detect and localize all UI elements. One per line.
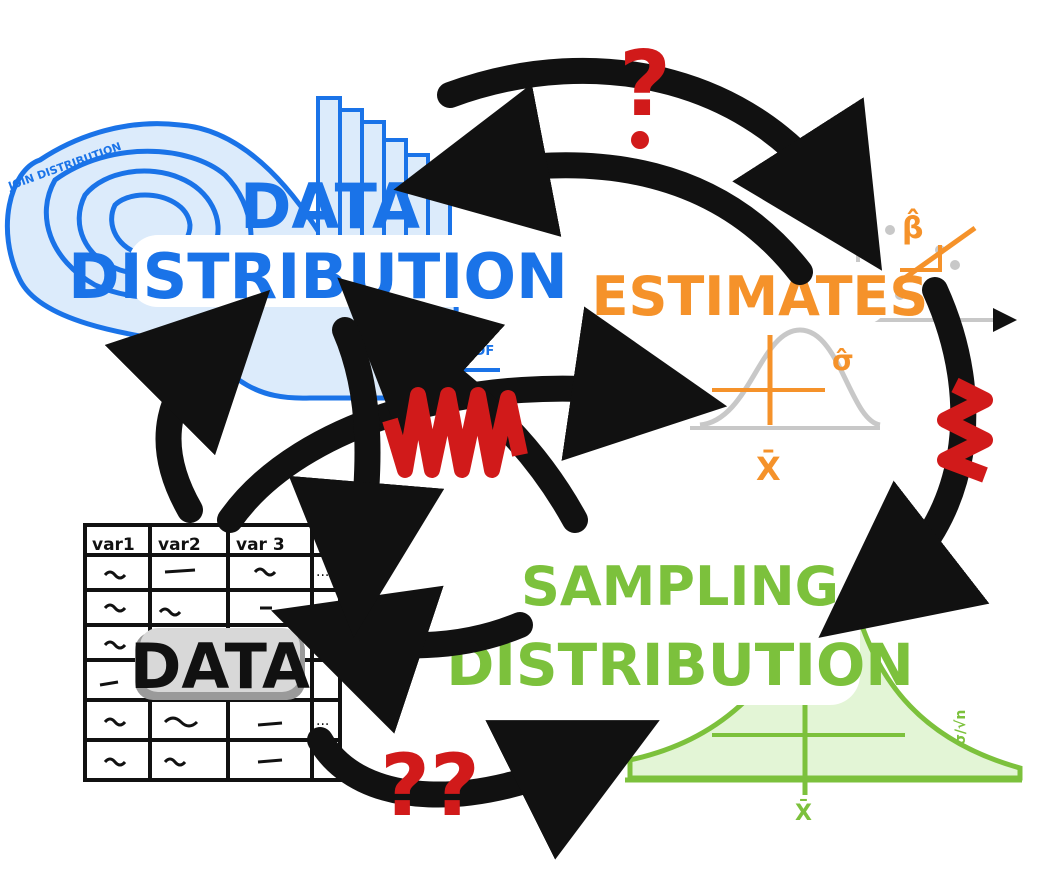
standard-error-label: σ/√n xyxy=(953,710,969,745)
x-bar-estimates-label: X̄ xyxy=(756,450,781,488)
arrow-sampling-to-data xyxy=(270,585,533,734)
zigzag-center xyxy=(382,387,528,478)
sampling-label-bg xyxy=(520,545,860,705)
regression-line xyxy=(893,225,977,288)
sigma-hat-label: σ̂ xyxy=(832,344,854,377)
data-table-node: var1 var2 var 3 ... ... ... DATA xyxy=(83,523,342,782)
contour-ring-3 xyxy=(109,192,193,258)
arrow-data-to-data-dist xyxy=(104,289,271,523)
data-distribution-node: JOIN DISTRIBUTION PMF PDF DATA DISTRIBUT… xyxy=(4,96,568,401)
table-header-var1: var1 xyxy=(92,535,135,555)
question-mark-bottom: ?? xyxy=(380,736,480,836)
histogram-bar xyxy=(426,166,452,240)
estimates-title: ESTIMATES xyxy=(592,265,929,328)
sampling-title-line2: DISTRIBUTION xyxy=(446,631,914,699)
arrow-data-to-sampling xyxy=(307,720,660,860)
table-header-var3: var 3 xyxy=(236,535,285,555)
pdf-label: PDF xyxy=(465,344,494,359)
data-label-bg xyxy=(140,628,300,692)
svg-text:...: ... xyxy=(316,600,329,616)
zigzag-right xyxy=(937,377,993,483)
red-marks: ? ?? xyxy=(380,32,993,836)
data-title: DATA xyxy=(130,630,310,703)
estimate-bell-curve xyxy=(699,327,881,428)
arrow-estimates-to-data-dist xyxy=(393,83,813,285)
x-bar-sampling-label: X̄ xyxy=(795,800,812,826)
question-mark-top-dot xyxy=(631,131,649,149)
sampling-title-line1: SAMPLING xyxy=(521,555,839,618)
arrow-data-dist-to-table xyxy=(288,317,445,638)
arrow-estimates-to-sampling xyxy=(818,277,990,638)
svg-text:...: ... xyxy=(316,713,329,729)
svg-text:...: ... xyxy=(316,564,329,580)
data-distribution-title-line2: DISTRIBUTION xyxy=(68,240,568,313)
beta-hat-label: β̂ xyxy=(902,208,923,246)
arrow-data-dist-to-estimates xyxy=(437,57,883,271)
data-distribution-title-line1: DATA xyxy=(240,170,420,243)
slope-triangle xyxy=(900,245,942,272)
sampling-distribution-node: X̄ σ/√n SAMPLING DISTRIBUTION xyxy=(446,545,1023,826)
table-header-var2: var2 xyxy=(158,535,201,555)
question-mark-top: ? xyxy=(619,32,671,137)
table-squiggles xyxy=(99,567,283,767)
